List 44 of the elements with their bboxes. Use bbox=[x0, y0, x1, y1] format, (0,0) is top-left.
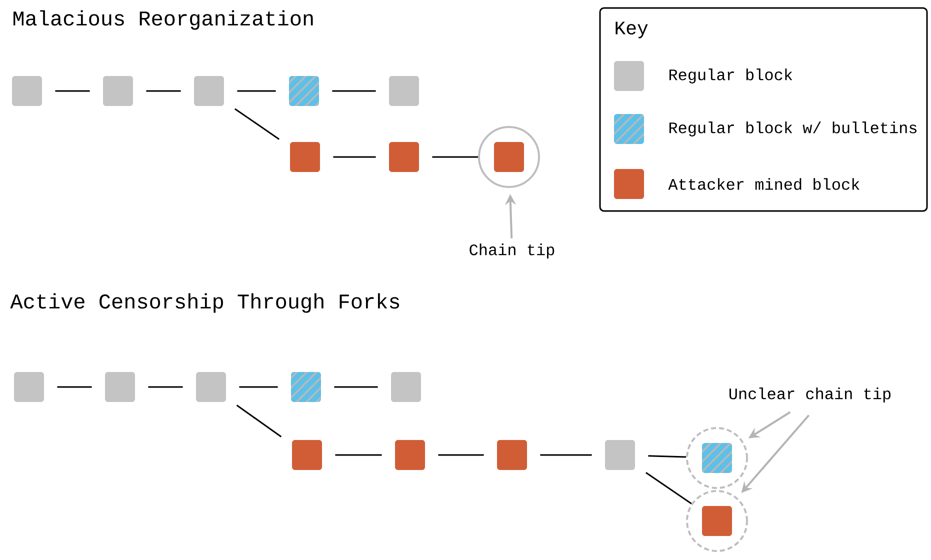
highlight-circle bbox=[686, 490, 748, 552]
heading: Active Censorship Through Forks bbox=[10, 293, 400, 313]
connector-line bbox=[236, 404, 282, 438]
highlight-circle bbox=[478, 126, 540, 188]
connector-line bbox=[237, 90, 276, 92]
callout-text: Chain tip bbox=[470, 244, 554, 258]
block bbox=[497, 440, 527, 470]
connector-line bbox=[234, 108, 280, 140]
connector-line bbox=[333, 156, 376, 158]
block bbox=[105, 372, 135, 402]
block bbox=[14, 372, 44, 402]
connector-line bbox=[55, 90, 90, 92]
connector-line bbox=[334, 386, 378, 388]
connector-line bbox=[432, 156, 478, 158]
heading: Malacious Reorganization bbox=[14, 10, 313, 30]
block bbox=[494, 142, 524, 172]
block bbox=[103, 76, 133, 106]
block bbox=[391, 372, 421, 402]
block bbox=[12, 76, 42, 106]
block bbox=[389, 76, 419, 106]
block bbox=[395, 440, 425, 470]
block bbox=[194, 76, 224, 106]
connector-line bbox=[57, 386, 92, 388]
highlight-circle bbox=[686, 427, 748, 489]
legend-label: Regular block w/ bulletins bbox=[669, 122, 916, 136]
connector-line bbox=[540, 454, 592, 456]
block bbox=[196, 372, 226, 402]
block bbox=[605, 440, 635, 470]
connector-line bbox=[239, 386, 278, 388]
block bbox=[290, 142, 320, 172]
connector-line bbox=[438, 454, 484, 456]
connector-line bbox=[148, 386, 183, 388]
heading: Key bbox=[616, 22, 648, 38]
connector-line bbox=[648, 455, 686, 458]
legend-label: Regular block bbox=[669, 68, 792, 84]
connector-line bbox=[335, 454, 382, 456]
block bbox=[292, 440, 322, 470]
connector-line bbox=[332, 90, 376, 92]
block bbox=[389, 142, 419, 172]
callout-text: Unclear chain tip bbox=[730, 388, 890, 402]
legend-label: Attacker mined block bbox=[668, 178, 860, 190]
connector-line bbox=[146, 90, 181, 92]
connector-line bbox=[646, 472, 692, 504]
block bbox=[702, 506, 732, 536]
